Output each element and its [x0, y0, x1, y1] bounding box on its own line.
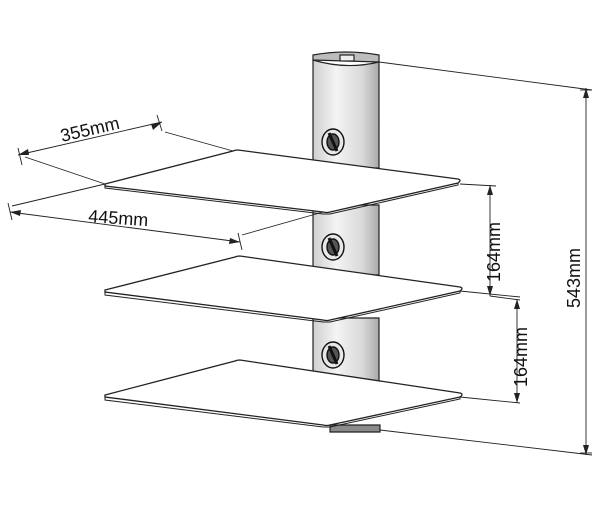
arrow-head-front-width-left — [10, 210, 21, 216]
ext-line-front-width-left — [11, 183, 106, 207]
clamp-knob-top — [321, 128, 345, 156]
label-front-width: 445mm — [88, 206, 149, 230]
ext-line-spacing-lower-top — [489, 295, 521, 301]
label-total-height: 543mm — [564, 248, 584, 308]
label-spacing-lower: 164mm — [511, 327, 531, 387]
arrow-head-front-width-right — [229, 238, 240, 244]
arrow-head-total-bottom — [583, 445, 589, 455]
ext-line-total-top — [378, 61, 593, 91]
ext-line-back-depth-right — [164, 131, 234, 152]
clamp-knob-middle — [321, 233, 345, 261]
ext-line-spacing-lower-bottom — [459, 396, 521, 404]
column-bottom-bracket — [329, 424, 381, 433]
dim-line-front-width — [9, 211, 241, 243]
column-top-slot — [339, 54, 355, 62]
ext-line-spacing-upper-top — [459, 183, 497, 187]
column-section-top — [312, 59, 380, 169]
arrow-head-spacing-lower-top — [514, 299, 520, 309]
arrow-head-spacing-lower-bottom — [514, 393, 520, 403]
clamp-knob-lower — [321, 341, 345, 369]
arrow-head-spacing-upper-top — [487, 185, 493, 195]
arrow-heads — [10, 88, 589, 455]
dimension-lines — [7, 61, 593, 456]
ext-tick-front-width-right — [237, 232, 243, 251]
shelf-middle — [104, 255, 463, 323]
ext-line-total-bottom — [379, 429, 593, 456]
ext-line-back-depth-left — [24, 156, 106, 185]
label-spacing-upper: 164mm — [484, 222, 504, 282]
ext-line-front-width-right — [241, 211, 324, 236]
ext-tick-front-width-left — [7, 202, 13, 221]
arrow-head-back-depth-right — [151, 122, 162, 130]
shelf-bottom — [104, 359, 463, 428]
arrow-head-spacing-upper-bottom — [487, 286, 493, 296]
label-back-depth: 355mm — [58, 113, 121, 146]
shelf-top — [104, 149, 461, 215]
ext-tick-back-depth-left — [17, 147, 23, 166]
arrow-head-back-depth-left — [18, 149, 29, 155]
column-section-middle — [312, 204, 380, 276]
arrow-head-total-top — [583, 88, 589, 98]
dim-line-back-depth — [17, 121, 163, 156]
